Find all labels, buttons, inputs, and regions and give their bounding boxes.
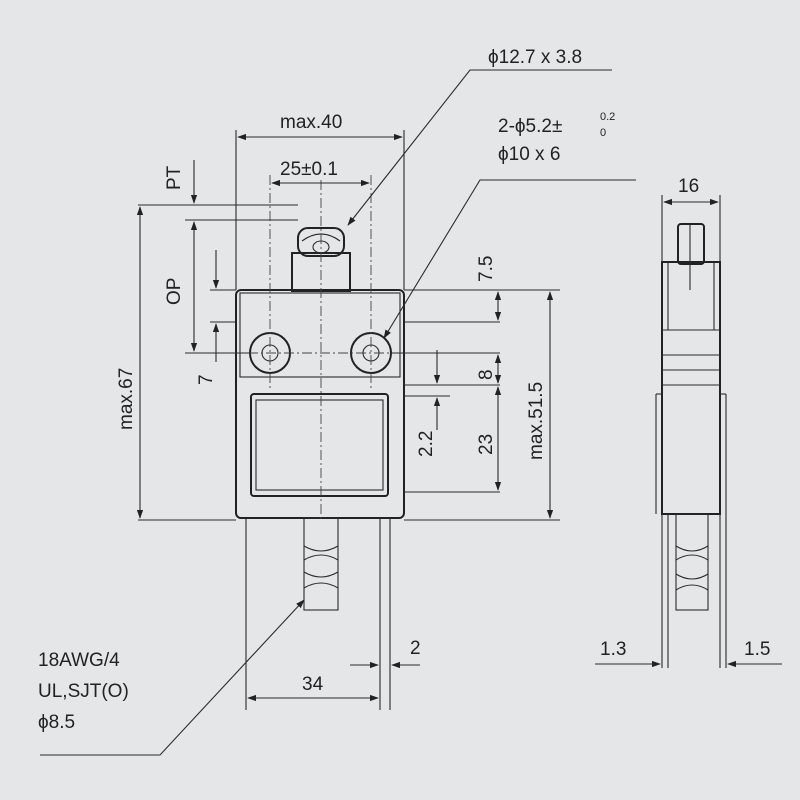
leader-top-diameter: [347, 69, 612, 226]
body-inner-top: [239, 292, 401, 378]
front-view: [230, 175, 410, 710]
label-dim-34: 34: [302, 674, 324, 695]
labels: ϕ12.7 x 3.8 max.40 25±0.1 PT OP 7 max.67…: [38, 47, 770, 733]
switch-window-inner: [255, 399, 384, 491]
label-dim-2-2: 2.2: [416, 431, 437, 457]
label-dim-23: 23: [476, 434, 497, 455]
side-body: [661, 261, 721, 515]
label-hole-tol-lower: 0: [600, 127, 606, 139]
label-dim-8: 8: [476, 369, 497, 380]
label-cable-line3: ϕ8.5: [38, 712, 75, 733]
cable: [303, 517, 339, 611]
leader-lines: [40, 69, 636, 756]
label-cable-line2: UL,SJT(O): [38, 681, 129, 702]
side-cable: [675, 513, 709, 611]
label-cable-line1: 18AWG/4: [38, 650, 120, 671]
label-dim-7-5: 7.5: [476, 256, 497, 282]
label-dim-1-3: 1.3: [600, 639, 626, 660]
label-max-body-height: max.51.5: [526, 382, 547, 460]
label-op: OP: [164, 278, 185, 305]
leader-hole-spec: [383, 179, 636, 339]
side-view: [595, 195, 782, 668]
dimension-lines: [136, 133, 554, 702]
label-hole-spec: 2-ϕ5.2±: [498, 116, 562, 137]
label-hole-tol-upper: 0.2: [600, 111, 615, 123]
label-dim-7: 7: [196, 374, 217, 385]
label-dim-1-5: 1.5: [744, 639, 770, 660]
label-pt: PT: [164, 165, 185, 190]
label-counterbore: ϕ10 x 6: [498, 144, 560, 165]
label-top-diameter: ϕ12.7 x 3.8: [488, 47, 582, 68]
leader-cable: [40, 599, 305, 756]
label-max-height: max.67: [116, 368, 137, 430]
label-dim-2: 2: [410, 638, 421, 659]
label-hole-pitch: 25±0.1: [280, 159, 338, 180]
switch-body: [235, 289, 405, 519]
switch-window: [250, 393, 389, 497]
label-side-width: 16: [678, 176, 699, 197]
side-plunger: [677, 223, 705, 265]
label-max-width: max.40: [280, 112, 342, 133]
extension-lines: [138, 130, 560, 521]
